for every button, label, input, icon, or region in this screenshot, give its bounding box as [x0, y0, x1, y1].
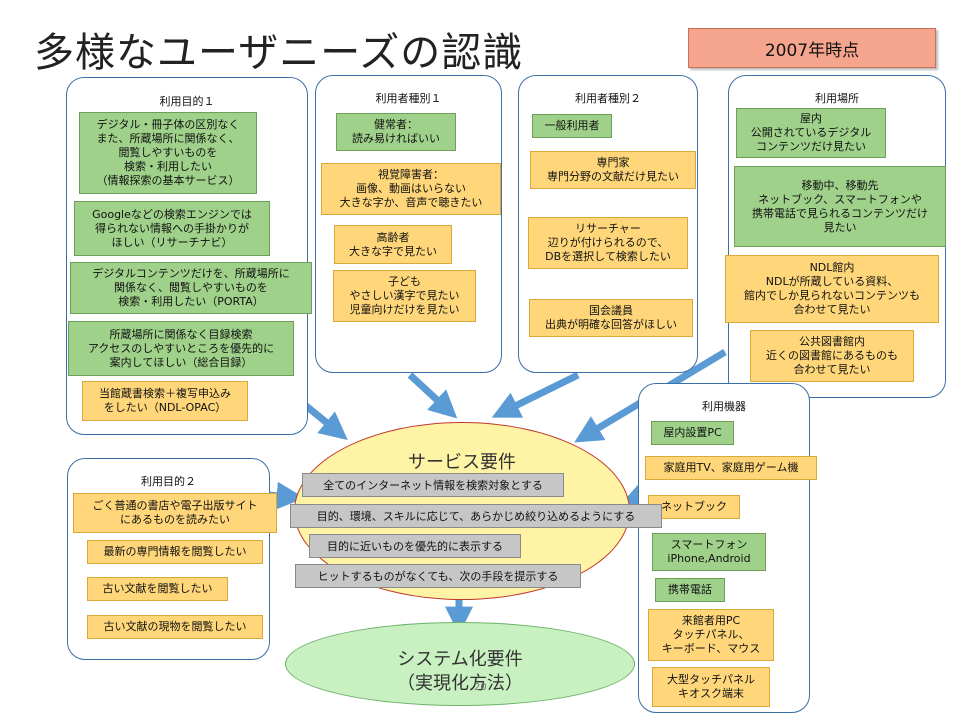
purpose2-item-1: ごく普通の書店や電子出版サイト にあるものを読みたい	[73, 493, 277, 533]
devices-item-3: ネットブック	[648, 495, 740, 519]
purpose2-item-3: 古い文献を閲覧したい	[87, 577, 228, 601]
usertype1-item-4: 子ども やさしい漢字で見たい 児童向けだけを見たい	[333, 270, 476, 322]
system-requirements-line1: システム化要件	[397, 649, 523, 670]
devices-item-2: 家庭用TV、家庭用ゲーム機	[645, 456, 817, 480]
purpose2-item-4: 古い文献の現物を閲覧したい	[87, 615, 263, 639]
service-item-3: 目的に近いものを優先的に表示する	[309, 534, 521, 558]
arrow-usertype1	[407, 372, 458, 419]
location-item-3: NDL館内 NDLが所蔵している資料、 館内でしか見られないコンテンツも 合わせ…	[725, 255, 939, 323]
purpose1-item-4: 所蔵場所に関係なく目録検索 アクセスのしやすいところを優先的に 案内してほしい（…	[68, 321, 294, 376]
panel-purpose1-label: 利用目的１	[159, 95, 215, 108]
purpose2-item-2: 最新の専門情報を閲覧したい	[87, 540, 263, 564]
usertype2-item-3: リサーチャー 辺りが付けられるので、 DBを選択して検索したい	[528, 217, 688, 269]
arrow-usertype2	[491, 371, 580, 418]
arrow-purpose1	[302, 402, 348, 440]
usertype1-item-3: 高齢者 大きな字で見たい	[334, 225, 452, 264]
panel-devices-label: 利用機器	[702, 400, 746, 413]
service-item-1: 全てのインターネット情報を検索対象とする	[302, 473, 564, 497]
service-item-4: ヒットするものがなくても、次の手段を提示する	[295, 564, 581, 588]
devices-item-5: 携帯電話	[655, 578, 725, 602]
usertype2-item-4: 国会議員 出典が明確な回答がほしい	[529, 299, 693, 337]
usertype2-item-2: 専門家 専門分野の文献だけ見たい	[530, 151, 696, 189]
location-item-1: 屋内 公開されているデジタル コンテンツだけ見たい	[736, 108, 886, 158]
usertype2-item-1: 一般利用者	[532, 114, 612, 138]
panel-purpose2-label: 利用目的２	[141, 475, 196, 488]
panel-location-label: 利用場所	[815, 92, 859, 105]
devices-item-7: 大型タッチパネル キオスク端末	[652, 667, 770, 707]
purpose1-item-5: 当館蔵書検索＋複写申込み をしたい（NDL-OPAC）	[82, 381, 248, 421]
purpose1-item-2: Googleなどの検索エンジンでは 得られない情報への手掛かりが ほしい（リサー…	[74, 201, 270, 256]
purpose1-item-3: デジタルコンテンツだけを、所蔵場所に 関係なく、閲覧しやすいものを 検索・利用し…	[70, 262, 312, 314]
page-title: 多様なユーザニーズの認識	[34, 30, 524, 76]
system-requirements-line2: （実現化方法）	[397, 673, 523, 694]
purpose1-item-1: デジタル・冊子体の区別なく また、所蔵場所に関係なく、 閲覧しやすいものを 検索…	[79, 112, 257, 194]
service-item-2: 目的、環境、スキルに応じて、あらかじめ絞り込めるようにする	[290, 504, 662, 528]
system-requirements-oval	[285, 622, 635, 706]
usertype1-item-1: 健常者： 読み易ければいい	[336, 113, 456, 151]
location-item-4: 公共図書館内 近くの図書館にあるものも 合わせて見たい	[750, 330, 914, 382]
location-item-2: 移動中、移動先 ネットブック、スマートフォンや 携帯電話で見られるコンテンツだけ…	[734, 166, 946, 247]
page-number: 20	[474, 682, 487, 693]
devices-item-4: スマートフォン iPhone,Android	[652, 533, 766, 571]
devices-item-1: 屋内設置PC	[651, 421, 734, 445]
panel-usertype1-label: 利用者種別１	[375, 92, 442, 105]
panel-usertype2-label: 利用者種別２	[575, 92, 641, 105]
devices-item-6: 来館者用PC タッチパネル、 キーボード、マウス	[648, 609, 774, 661]
usertype1-item-2: 視覚障害者： 画像、動画はいらない 大きな字か、音声で聴きたい	[321, 163, 501, 215]
date-badge: 2007年時点	[688, 28, 936, 68]
service-requirements-label: サービス要件	[408, 452, 516, 473]
